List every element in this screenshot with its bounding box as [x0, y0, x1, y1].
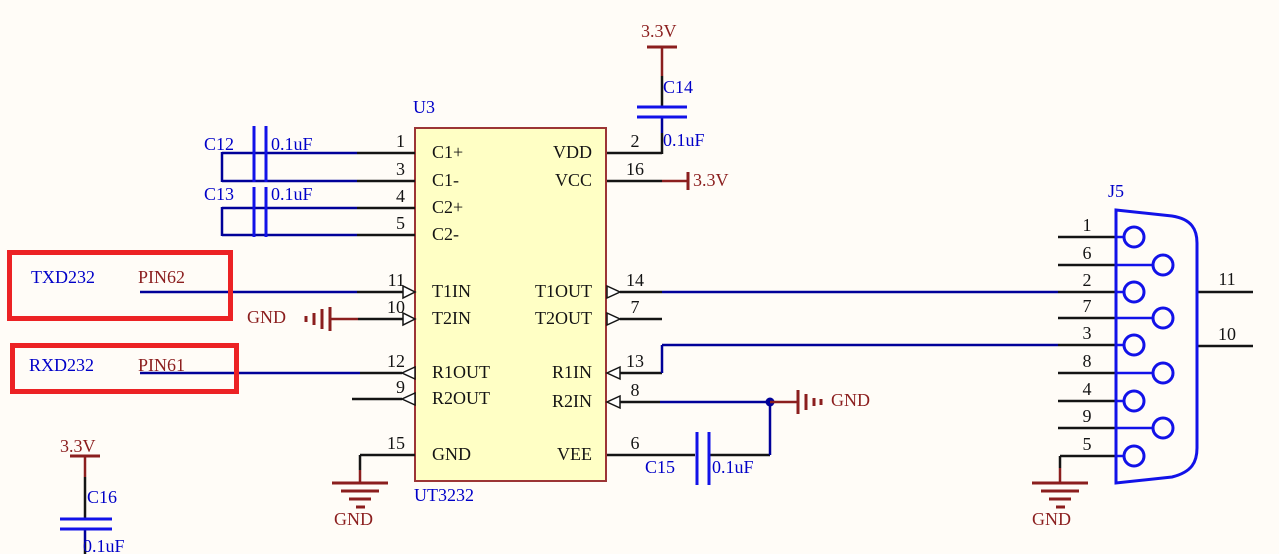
gnd-symbol-chip [332, 481, 388, 509]
cap-ref-c16: C16 [87, 487, 118, 507]
pin-name-vdd: VDD [553, 142, 592, 162]
arrow-r2in [605, 394, 621, 410]
db9-pin-circles [1122, 225, 1175, 468]
pin-name-t1out: T1OUT [535, 281, 592, 301]
pin-name-r2out: R2OUT [432, 388, 490, 408]
pin-num-3: 3 [396, 159, 405, 179]
pin-name-gnd: GND [432, 444, 471, 464]
pin-direction-arrows [400, 284, 622, 410]
pin-label-pin62: PIN62 [138, 267, 186, 287]
arrow-t2in [402, 311, 417, 327]
chip-designator: U3 [413, 97, 435, 117]
cap-ref-c13: C13 [204, 184, 235, 204]
pin-name-r1in: R1IN [552, 362, 592, 382]
j5-pin-6: 6 [1082, 243, 1092, 263]
arrow-r1in [605, 365, 621, 381]
arrow-t2out [606, 311, 622, 327]
connector-designator: J5 [1108, 181, 1125, 201]
pin-num-11: 11 [387, 270, 405, 290]
gnd-symbol-t2in [304, 307, 332, 331]
pin-num-10: 10 [387, 297, 405, 317]
pin-name-vee: VEE [557, 444, 592, 464]
pin-num-16: 16 [626, 159, 644, 179]
label-gnd-t2in: GND [247, 307, 286, 327]
gnd-symbol-j5 [1032, 481, 1088, 509]
label-gnd-r2in: GND [831, 390, 870, 410]
pin-num-5: 5 [396, 213, 405, 233]
signal-label-txd232: TXD232 [31, 267, 95, 287]
pin-label-pin61: PIN61 [138, 355, 186, 375]
gnd-symbol-r2in [796, 390, 823, 414]
db9-connector-j5 [1114, 208, 1199, 485]
j5-pin-1: 1 [1082, 215, 1092, 235]
pin-num-7: 7 [630, 297, 640, 317]
j5-pin-8: 8 [1082, 351, 1092, 371]
cap-val-c16: 0.1uF [83, 536, 125, 554]
pin-num-2: 2 [630, 131, 640, 151]
cap-val-c13: 0.1uF [271, 184, 313, 204]
cap-ref-c14: C14 [663, 77, 694, 97]
cap-val-c15: 0.1uF [712, 457, 754, 477]
arrow-r1out [400, 365, 416, 381]
pin-num-14: 14 [626, 270, 644, 290]
pin-stub-wires [83, 76, 1253, 554]
arrow-t1in [402, 284, 417, 300]
pin-name-c2m: C2- [432, 224, 459, 244]
pin-num-9: 9 [396, 377, 405, 397]
j5-pin-9: 9 [1082, 406, 1092, 426]
label-33v-top: 3.3V [641, 21, 677, 41]
pin-name-t2out: T2OUT [535, 308, 592, 328]
chip-part-number: UT3232 [414, 485, 474, 505]
cap-ref-c12: C12 [204, 134, 235, 154]
label-gnd-j5: GND [1032, 509, 1071, 529]
arrow-r2out [400, 391, 416, 407]
j5-pin-11: 11 [1218, 269, 1236, 289]
pin-num-6: 6 [630, 433, 640, 453]
signal-label-rxd232: RXD232 [29, 355, 95, 375]
j5-pin-3: 3 [1082, 323, 1092, 343]
arrow-t1out [606, 284, 622, 300]
pin-name-r1out: R1OUT [432, 362, 490, 382]
highlight-box-txd232 [7, 250, 233, 321]
pin-num-13: 13 [626, 351, 644, 371]
net-wires [83, 117, 1058, 542]
cap-val-c14: 0.1uF [663, 130, 705, 150]
pin-name-vcc: VCC [554, 170, 592, 190]
pin-name-t1in: T1IN [432, 281, 471, 301]
pin-num-15: 15 [387, 433, 405, 453]
j5-pin-4: 4 [1082, 379, 1092, 399]
pin-name-c2p: C2+ [432, 197, 464, 217]
pin-num-1: 1 [396, 131, 405, 151]
j5-pin-5: 5 [1082, 434, 1092, 454]
label-gnd-chip: GND [334, 509, 373, 529]
capacitor-plates [60, 105, 711, 531]
pin-name-t2in: T2IN [432, 308, 471, 328]
label-33v-vcc: 3.3V [693, 170, 729, 190]
cap-ref-c15: C15 [645, 457, 676, 477]
db9-outline [1114, 208, 1199, 485]
power-ground-symbols [70, 45, 1088, 509]
cap-val-c12: 0.1uF [271, 134, 313, 154]
ic-body-u3 [414, 127, 607, 482]
pin-num-8: 8 [630, 380, 640, 400]
highlight-box-rxd232 [10, 343, 239, 394]
label-33v-c16: 3.3V [60, 436, 96, 456]
pin-name-r2in: R2IN [552, 391, 592, 411]
j5-pin-7: 7 [1082, 296, 1092, 316]
pin-num-12: 12 [387, 351, 405, 371]
j5-pin-10: 10 [1218, 324, 1236, 344]
pin-name-c1m: C1- [432, 170, 459, 190]
j5-pin-2: 2 [1082, 270, 1092, 290]
pin-num-4: 4 [396, 186, 405, 206]
pin-name-c1p: C1+ [432, 142, 464, 162]
